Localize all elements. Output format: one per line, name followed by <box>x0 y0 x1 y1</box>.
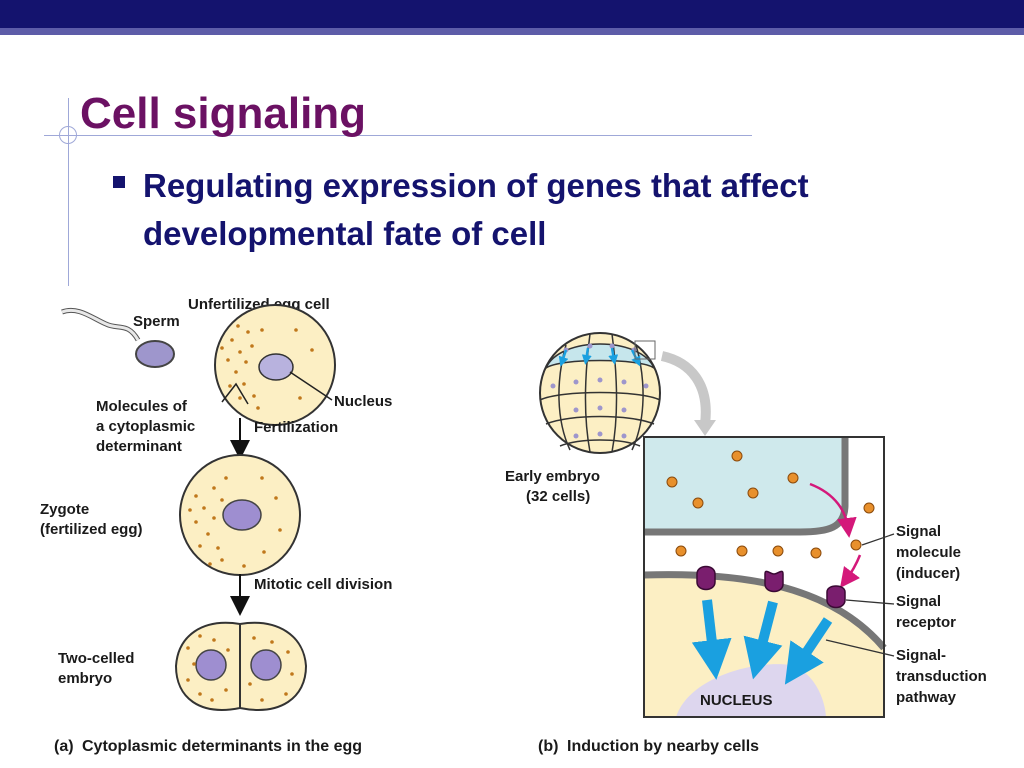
two-celled-label-line1: Two-celled <box>58 650 134 667</box>
signal-molecules <box>666 450 875 559</box>
molecules-label-line3: determinant <box>96 438 182 455</box>
signal-molecule-label-line1: Signal <box>896 523 941 540</box>
zygote-cell <box>179 454 301 576</box>
signal-transduction-arrows <box>691 599 833 685</box>
sperm-illustration <box>61 308 175 368</box>
slide-title: Cell signaling <box>80 89 367 138</box>
panel-b: Early embryo (32 cells) NUCLEUS <box>505 332 987 755</box>
zygote-label-line2: (fertilized egg) <box>40 521 143 538</box>
signal-receptor-pointer <box>845 599 895 605</box>
inducer-path-arrow-2 <box>840 554 862 589</box>
fertilization-label: Fertilization <box>254 419 338 436</box>
early-embryo-label-line1: Early embryo <box>505 468 600 485</box>
signal-receptor-label-line2: receptor <box>896 614 956 631</box>
signal-transduction-label-line2: transduction <box>896 668 987 685</box>
signal-transduction-label-line3: pathway <box>896 689 957 706</box>
caption-b-text: Induction by nearby cells <box>567 738 759 755</box>
unfertilized-egg-cell <box>214 304 336 426</box>
signal-transduction-pointer <box>825 639 895 657</box>
title-guide-line <box>44 135 752 136</box>
early-embryo-label-line2: (32 cells) <box>526 488 590 505</box>
panel-a: Sperm Unfertilized egg cell Nucleus Mole… <box>40 296 392 755</box>
signal-molecule-label-line3: (inducer) <box>896 565 960 582</box>
signal-receptor-label-line1: Signal <box>896 593 941 610</box>
caption-a-text: Cytoplasmic determinants in the egg <box>82 738 362 755</box>
nucleus-label: Nucleus <box>334 393 392 410</box>
zoom-arrow <box>660 351 711 425</box>
bullet-point-text: Regulating expression of genes that affe… <box>143 167 809 252</box>
caption-a-letter: (a) <box>54 738 74 755</box>
inducer-path-arrow-1 <box>809 482 857 538</box>
molecules-label-line1: Molecules of <box>96 398 188 415</box>
signal-receptors <box>696 565 846 609</box>
caption-b-letter: (b) <box>538 738 558 755</box>
nucleus-pointer-line <box>289 371 333 401</box>
signal-molecule-pointer <box>861 533 895 546</box>
guide-crosshair-icon <box>59 126 77 144</box>
signal-transduction-label-line1: Signal- <box>896 647 946 664</box>
molecules-pointer-line <box>221 382 249 405</box>
molecules-label-line2: a cytoplasmic <box>96 418 195 435</box>
two-celled-label-line2: embryo <box>58 670 112 687</box>
zygote-label-line1: Zygote <box>40 501 89 518</box>
two-celled-embryo <box>174 621 308 711</box>
square-bullet-icon <box>113 176 125 188</box>
nucleus-inset-label: NUCLEUS <box>700 692 773 709</box>
signal-molecule-label-line2: molecule <box>896 544 961 561</box>
early-embryo-32-cells <box>539 332 661 454</box>
slide-top-stripe <box>0 28 1024 35</box>
zoom-arrowhead <box>694 420 716 436</box>
slide-top-bar <box>0 0 1024 28</box>
mitotic-division-label: Mitotic cell division <box>254 576 392 593</box>
vertical-guide-line <box>68 98 69 286</box>
sperm-label: Sperm <box>133 313 180 330</box>
